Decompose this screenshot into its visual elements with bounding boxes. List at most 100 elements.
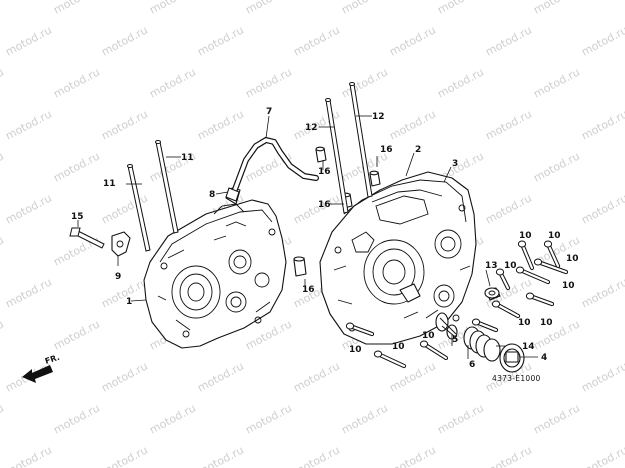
watermark-text: motod.ru — [435, 401, 486, 436]
drain-plug-assembly — [435, 312, 525, 373]
watermark-text: motod.ru — [3, 275, 54, 310]
watermark-text: motod.ru — [0, 149, 6, 184]
callout-c10f: 10 — [540, 318, 553, 328]
callout-c8: 8 — [209, 190, 215, 200]
watermark-text: motod.ru — [0, 0, 6, 17]
watermark-text: motod.ru — [435, 0, 486, 17]
bolt-shank — [546, 242, 560, 268]
watermark-text: motod.ru — [579, 443, 625, 468]
watermark-text: motod.ru — [3, 23, 54, 58]
watermark-text: motod.ru — [0, 233, 6, 268]
watermark-text: motod.ru — [531, 65, 582, 100]
watermark-text: motod.ru — [3, 107, 54, 142]
watermark-text: motod.ru — [51, 401, 102, 436]
watermark-text: motod.ru — [243, 65, 294, 100]
watermark-text: motod.ru — [387, 107, 438, 142]
bolt-head — [525, 292, 535, 300]
callout-c1: 1 — [126, 297, 132, 307]
watermark-text: motod.ru — [3, 443, 54, 468]
callout-c10h: 10 — [349, 345, 362, 355]
watermark-text: motod.ru — [291, 191, 342, 226]
callout-c12a: 12 — [305, 123, 318, 133]
bolt-head — [533, 258, 543, 266]
watermark-text: motod.ru — [99, 275, 150, 310]
watermark-text: motod.ru — [51, 0, 102, 17]
front-direction-label: FR. — [44, 353, 61, 366]
bolt-head — [515, 266, 525, 274]
stud-bolts-left — [127, 140, 179, 252]
callout-c12b: 12 — [372, 112, 385, 122]
callout-c5: 5 — [452, 335, 458, 345]
bolt-shank — [376, 352, 406, 368]
watermark-text: motod.ru — [579, 359, 625, 394]
watermark-text: motod.ru — [579, 107, 625, 142]
bolt-shank — [494, 302, 520, 318]
stud-bolts-right — [325, 82, 373, 214]
callout-c16d: 16 — [302, 285, 315, 295]
bolt-shank — [520, 242, 534, 270]
watermark-text: motod.ru — [387, 359, 438, 394]
bolt-head — [491, 300, 501, 308]
watermark-text: motod.ru — [483, 23, 534, 58]
watermark-text: motod.ru — [0, 317, 6, 352]
callout-c10j: 10 — [422, 331, 435, 341]
watermark-text: motod.ru — [339, 401, 390, 436]
bolt-and-clip — [69, 227, 131, 257]
bolt-head — [419, 340, 429, 348]
callout-c2: 2 — [415, 145, 421, 155]
callout-c10e: 10 — [566, 254, 579, 264]
watermark-text: motod.ru — [243, 401, 294, 436]
watermark-text: motod.ru — [99, 23, 150, 58]
watermark-text: motod.ru — [387, 443, 438, 468]
watermark-text: motod.ru — [51, 149, 102, 184]
callout-c10g: 10 — [518, 318, 531, 328]
watermark-text: motod.ru — [0, 65, 6, 100]
watermark-text: motod.ru — [483, 191, 534, 226]
bolt-head — [373, 350, 383, 358]
watermark-text: motod.ru — [147, 401, 198, 436]
right-crankcase-half — [319, 171, 477, 345]
watermark-text: motod.ru — [99, 107, 150, 142]
watermark-text: motod.ru — [0, 401, 6, 436]
watermark-text: motod.ru — [531, 317, 582, 352]
callout-c14: 14 — [522, 342, 535, 352]
callout-c10b: 10 — [548, 231, 561, 241]
bolt-head — [495, 268, 505, 276]
callout-c3: 3 — [452, 159, 458, 169]
watermark-text: motod.ru — [339, 0, 390, 17]
callout-c11a: 11 — [181, 153, 194, 163]
breather-tube — [225, 136, 319, 202]
callout-c16c: 16 — [318, 200, 331, 210]
watermark-text: motod.ru — [195, 107, 246, 142]
watermark-text: motod.ru — [147, 0, 198, 17]
callout-c10a: 10 — [519, 231, 532, 241]
bolt-shank — [518, 268, 550, 284]
watermark-text: motod.ru — [483, 443, 534, 468]
callout-c9: 9 — [115, 272, 121, 282]
watermark-text: motod.ru — [531, 149, 582, 184]
bolt-head — [345, 322, 355, 330]
bolt-head — [543, 240, 553, 248]
watermark-text: motod.ru — [531, 0, 582, 17]
bolt-head — [517, 240, 527, 248]
sealing-washer — [484, 287, 501, 301]
watermark-text: motod.ru — [195, 359, 246, 394]
callout-c10d: 10 — [504, 261, 517, 271]
watermark-text: motod.ru — [195, 443, 246, 468]
callout-c16a: 16 — [380, 145, 393, 155]
callout-c6: 6 — [469, 360, 475, 370]
watermark-text: motod.ru — [531, 401, 582, 436]
callout-c13: 13 — [485, 261, 498, 271]
watermark-text: motod.ru — [243, 0, 294, 17]
bolt-shank — [536, 260, 568, 274]
watermark-text: motod.ru — [339, 65, 390, 100]
watermark-text: motod.ru — [291, 443, 342, 468]
watermark-text: motod.ru — [51, 65, 102, 100]
watermark-text: motod.ru — [3, 191, 54, 226]
watermark-text: motod.ru — [435, 65, 486, 100]
watermark-text: motod.ru — [579, 191, 625, 226]
callout-c10c: 10 — [562, 281, 575, 291]
front-direction-arrow: FR. — [22, 353, 61, 383]
